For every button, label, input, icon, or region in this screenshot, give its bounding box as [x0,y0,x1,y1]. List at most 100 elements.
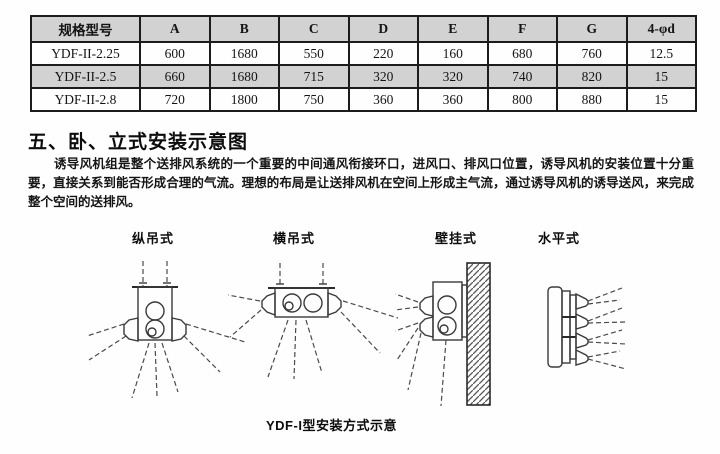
horizontal-type-diagram [547,286,627,370]
horizontal-hanging-diagram [228,263,399,380]
airflow-line [131,342,150,399]
table-cell: 720 [139,87,211,112]
table-cell: 550 [278,41,350,66]
table-cell: 1680 [208,64,280,89]
table-cell: 220 [347,41,419,66]
airflow-line [587,341,627,345]
column-header: A [139,15,211,43]
spec-table: 规格型号 A B C D E F G 4-φd YDF-II-2.25 600 … [30,15,697,112]
table-cell: 1800 [208,87,280,112]
table-cell: 320 [347,64,419,89]
nozzle [575,348,589,366]
airflow-line [587,329,623,341]
nozzle [575,312,589,330]
column-header: D [347,15,419,43]
airflow-line [407,332,422,391]
table-cell: 660 [139,64,211,89]
airflow-line [587,307,623,322]
diagram-label-horizontal-type: 水平式 [538,231,581,246]
table-cell: 760 [556,41,628,66]
airflow-line [185,323,246,343]
column-header: E [417,15,489,43]
diagram-caption: YDF-I型安装方式示意 [266,418,397,433]
lower-nozzle [419,316,434,338]
fan-inlet [145,301,165,321]
column-header: 规格型号 [30,15,141,43]
table-cell: 160 [417,41,489,66]
table-cell: 800 [486,87,558,112]
section-heading: 五、卧、立式安装示意图 [28,132,249,153]
table-cell: 320 [417,64,489,89]
table-cell: 820 [556,64,628,89]
airflow-line [396,327,419,361]
table-cell: 740 [486,64,558,89]
column-header: C [278,15,350,43]
airflow-line [587,350,621,358]
airflow-line [340,311,381,354]
airflow-line [154,342,158,397]
column-header: F [486,15,558,43]
airflow-line [587,299,621,305]
airflow-line [587,358,627,370]
airflow-line [183,335,221,373]
airflow-line [587,321,627,324]
fan-outlet [303,293,323,313]
diagram-label-wall-mounted: 壁挂式 [435,231,478,246]
table-cell: 360 [417,87,489,112]
airflow-line [161,342,179,393]
right-nozzle [327,291,342,317]
table-row: YDF-II-2.25 600 1680 550 220 160 680 760… [30,41,697,66]
airflow-line [395,306,419,311]
airflow-line [229,309,262,338]
right-nozzle [171,317,187,342]
left-nozzle [261,291,276,317]
vertical-hanging-diagram [86,261,246,399]
fan-outlet [437,316,457,336]
table-cell: 680 [486,41,558,66]
table-header-row: 规格型号 A B C D E F G 4-φd [30,15,697,43]
airflow-line [88,335,127,361]
fan-panel [561,290,571,364]
fan-inlet [282,293,302,313]
table-cell: 750 [278,87,350,112]
fan-panel [569,294,577,360]
nozzle [575,331,589,349]
column-header: B [208,15,280,43]
model-cell: YDF-II-2.8 [30,87,141,112]
airflow-line [267,319,289,378]
table-cell: 15 [625,87,697,112]
diagram-label-horizontal-hanging: 横吊式 [273,231,316,246]
table-cell: 600 [139,41,211,66]
intro-paragraph: 诱导风机组是整个送排风系统的一个重要的中间通风衔接环口，进风口、排风口位置，诱导… [28,157,694,209]
table-cell: 1680 [208,41,280,66]
airflow-line [228,294,261,302]
fan-outlet [145,319,165,339]
column-header: 4-φd [625,15,697,43]
table-cell: 360 [347,87,419,112]
airflow-line [342,300,399,319]
airflow-line [86,323,125,337]
airflow-line [293,319,297,380]
upper-nozzle [419,295,434,317]
model-cell: YDF-II-2.5 [30,64,141,89]
diagram-label-vertical-hanging: 纵吊式 [132,231,175,246]
table-cell: 12.5 [625,41,697,66]
left-nozzle [123,317,139,342]
airflow-line [395,293,419,303]
nozzle [575,292,589,310]
table-cell: 15 [625,64,697,89]
fan-inlet [437,295,457,315]
airflow-line [305,319,323,374]
table-cell: 880 [556,87,628,112]
fan-body [547,286,563,368]
table-row: YDF-II-2.8 720 1800 750 360 360 800 880 … [30,87,697,112]
table-row: YDF-II-2.5 660 1680 715 320 320 740 820 … [30,64,697,89]
fan-body [137,286,173,341]
airflow-line [395,322,419,332]
table-cell: 715 [278,64,350,89]
wall [466,262,491,406]
airflow-line [587,287,623,302]
wall-mounted-diagram [395,262,491,407]
model-cell: YDF-II-2.25 [30,41,141,66]
